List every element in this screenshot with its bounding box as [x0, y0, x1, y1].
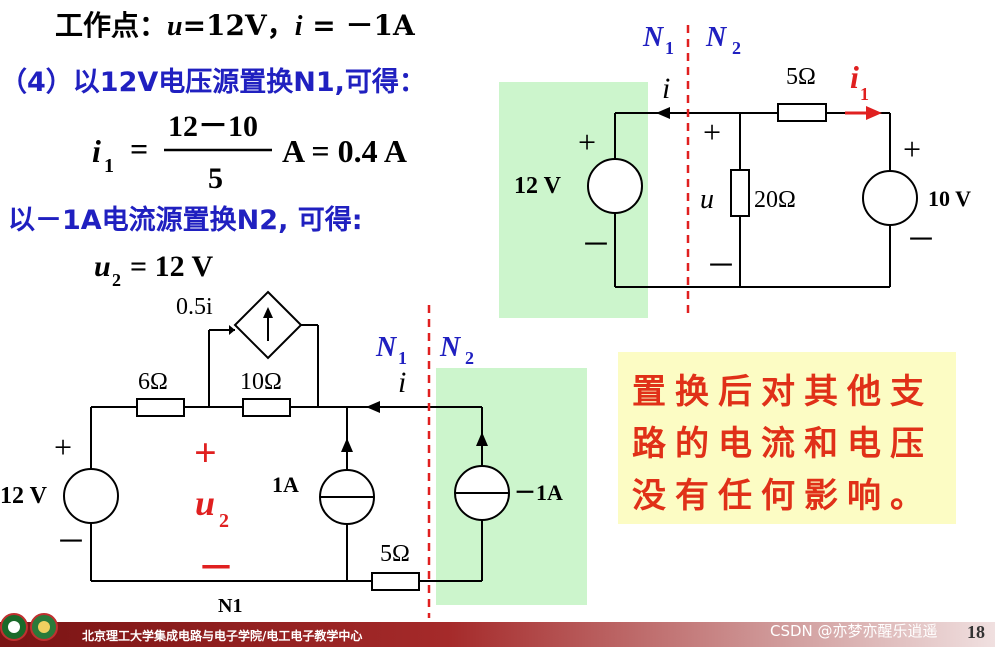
label-5ohm-bottom: 5Ω — [380, 541, 410, 567]
minus-12v-bottom: － — [56, 526, 86, 559]
plus-12v-top: + — [578, 124, 596, 160]
arrow-i-bottom-icon — [366, 401, 380, 413]
label-1a: 1A — [272, 472, 299, 497]
label-n1-bottom: N — [375, 332, 398, 363]
label-i1-sub: 1 — [860, 84, 869, 104]
note-box: 置换后对其他支 路的电流和电压 没有任何影响。 — [618, 352, 956, 524]
dependent-source-arrow-icon — [263, 307, 273, 318]
minus-12v-top: － — [581, 229, 611, 262]
formula-rhs: A = 0.4 A — [282, 133, 407, 169]
formula-lhs-sub: 1 — [104, 155, 114, 177]
page-number: 18 — [967, 622, 985, 642]
label-u2-sub: 2 — [219, 510, 229, 532]
footer-text: 北京理工大学集成电路与电子学院/电工电子教学中心 — [82, 629, 363, 643]
label-n1-top-sub: 1 — [665, 38, 674, 58]
formula-denominator: 5 — [208, 162, 223, 195]
i-value: = －1A — [302, 9, 415, 42]
label-n1-block: N1 — [218, 595, 242, 617]
voltage-source-10v — [862, 170, 918, 226]
label-i-top: i — [662, 72, 670, 105]
resistor-10ohm — [242, 398, 291, 417]
minus-u2: － — [198, 548, 234, 588]
note-line-3: 没有任何影响。 — [632, 476, 933, 516]
label-i1: i — [850, 59, 859, 95]
label-10v: 10 V — [928, 186, 971, 211]
formula-i1: i 1 = 12－10 5 A = 0.4 A — [92, 110, 407, 195]
label-dep-source: 0.5i — [176, 294, 213, 320]
label-i-bottom: i — [398, 366, 406, 399]
label-n1-top: N — [642, 22, 665, 53]
dep-arrow-icon — [229, 325, 235, 335]
university-logos — [0, 613, 58, 641]
u-value: =12V， — [182, 9, 295, 42]
step4-heading: （4）以12V电压源置换N1,可得： — [0, 67, 426, 98]
note-line-2: 路的电流和电压 — [632, 424, 933, 464]
resistor-5ohm-bottom — [371, 572, 420, 591]
arrow-i1-icon — [866, 106, 882, 120]
formula-lhs-var: i — [92, 133, 101, 169]
plus-u2: + — [194, 430, 217, 475]
i-var: i — [294, 11, 303, 42]
arrow-i-top-icon — [656, 107, 670, 119]
top-circuit-wires — [614, 112, 891, 288]
label-n2-bottom: N — [439, 332, 462, 363]
plus-u-top: + — [703, 114, 721, 150]
watermark: CSDN @亦梦亦醒乐逍遥 — [770, 622, 938, 640]
bottom-circuit-wires — [90, 324, 483, 582]
arrow-minus1a-icon — [476, 432, 488, 446]
label-n2-top-sub: 2 — [732, 38, 741, 58]
label-n1-bottom-sub: 1 — [398, 348, 407, 368]
label-12v-top: 12 V — [514, 173, 562, 199]
operating-point-label: 工作点： — [55, 9, 168, 42]
label-n2-top: N — [705, 22, 728, 53]
formula-numerator: 12－10 — [168, 110, 258, 143]
plus-10v: + — [903, 131, 921, 167]
plus-12v-bottom: + — [54, 429, 72, 465]
label-20ohm: 20Ω — [754, 187, 796, 213]
u2-eq-rhs: = 12 V — [130, 250, 214, 283]
resistor-20ohm — [730, 169, 750, 217]
label-minus1a: －1A — [514, 480, 563, 505]
label-10ohm: 10Ω — [240, 369, 282, 395]
u2-equation: u 2 = 12 V — [94, 250, 214, 290]
arrow-1a-icon — [341, 438, 353, 452]
note-line-1: 置换后对其他支 — [632, 372, 933, 412]
voltage-source-12v-top — [587, 158, 643, 214]
label-n2-bottom-sub: 2 — [465, 348, 474, 368]
resistor-6ohm — [136, 398, 185, 417]
formula-eq: = — [130, 131, 148, 167]
footer-bar — [0, 622, 995, 647]
label-5ohm-top: 5Ω — [786, 64, 816, 90]
label-6ohm: 6Ω — [138, 369, 168, 395]
u2-eq-sub: 2 — [112, 270, 121, 290]
resistor-5ohm-top — [777, 103, 827, 122]
operating-point-line: 工作点：u=12V，i = －1A — [55, 4, 415, 44]
minus-10v: － — [906, 224, 936, 257]
label-12v-bottom: 12 V — [0, 483, 48, 509]
bottom-circuit-labels: 0.5i 6Ω 10Ω 5Ω 12 V 1A －1A i u 2 + － + －… — [0, 294, 563, 617]
top-circuit-labels: N 1 N 2 i 5Ω i 1 12 V 10 V u 20Ω + － + －… — [514, 22, 971, 283]
label-u-top: u — [700, 184, 714, 215]
label-u2: u — [195, 483, 215, 523]
minus-u-top: － — [706, 250, 736, 283]
u-var: u — [167, 11, 183, 42]
voltage-source-12v-bottom — [63, 468, 119, 524]
step4b-heading: 以－1A电流源置换N2, 可得: — [8, 205, 363, 236]
u2-eq-var: u — [94, 250, 111, 283]
